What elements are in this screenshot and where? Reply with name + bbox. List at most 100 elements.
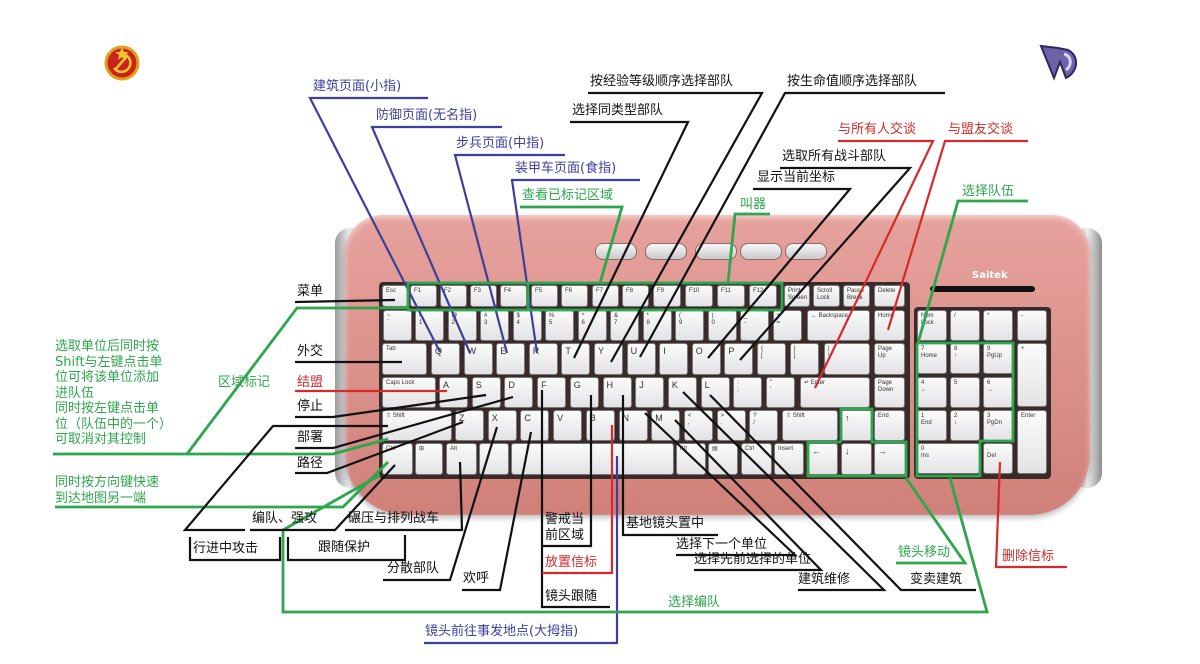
leader-infantry-page [453,153,565,354]
key: 4 ← [917,377,947,408]
soviet-emblem-logo [103,44,141,82]
label-cheer: 欢呼 [463,571,490,586]
key: E [496,343,526,375]
key: 0 Ins [917,443,980,474]
key: J [635,377,665,408]
label-camera-follow: 镜头跟随 [545,589,598,604]
leader-health [639,91,945,358]
key: Enter [1017,410,1047,474]
key: F7 [592,285,619,307]
bracket-attack-move [188,537,282,562]
label-deploy: 部署 [297,430,324,445]
leader-delete-beacon [994,461,1067,569]
leader-formation [250,464,396,532]
leader-place-beacon [542,425,614,575]
leader-deploy [295,395,514,450]
key: Alt [446,443,477,475]
key: { [ [757,343,786,375]
label-infantry-page: 步兵页面(中指) [456,136,545,151]
leader-waypoint [295,420,464,475]
media-button [785,243,827,260]
key: Page Up [874,343,905,375]
label-camera-move: 镜头移动 [898,545,951,560]
leader-chat-allies [886,139,1028,331]
key: : ; [733,377,763,408]
leader-select-same [570,120,690,359]
leader-repair [682,391,887,592]
leader-area-mark [185,306,408,455]
key: % 5 [545,310,574,341]
key: F10 [685,285,713,307]
label-guard-area: 警戒当 前区域 [545,512,585,543]
label-formation: 编队、强攻 [252,511,318,526]
key: L [700,377,730,408]
media-button [740,243,782,260]
key: Insert [774,443,804,475]
key: T [561,343,591,375]
key: - [1017,310,1047,341]
key: * [983,310,1013,341]
key: F11 [717,285,745,307]
key: → [874,443,906,475]
key: ⊞ [415,443,443,475]
label-next-unit: 选择下一个单位 [676,537,768,552]
label-scatter: 分散部队 [387,561,440,576]
key: " ' [766,377,795,408]
leader-defense-page [370,125,502,354]
key: Esc [382,285,408,307]
label-coordinates: 显示当前坐标 [757,170,836,185]
key: End [874,410,905,441]
label-menu: 菜单 [297,284,324,299]
leader-view-marked [520,205,624,284]
key: ⇧ Shift [382,410,452,441]
vp-logo [1038,42,1082,82]
key: H [602,377,632,408]
label-center-base: 基地镜头置中 [626,516,705,531]
label-prev-selected: 选择先前选择的单位 [694,552,812,567]
label-attack-move: 行进中攻击 [193,541,259,556]
key: $ 4 [512,310,542,341]
label-veterancy: 按经验等级顺序选择部队 [590,74,734,89]
leader-select-team [916,199,1028,344]
key: Q [431,343,460,375]
leader-camera-follow [540,390,610,609]
key: 5 [950,377,980,408]
leader-attack-move [182,424,388,532]
key: F4 [500,285,527,307]
label-arrow-jump: 同时按方向键快速 到达地图另一端 [55,475,160,506]
key: 7 Home [917,343,947,374]
label-view-marked: 查看已标记区域 [522,188,614,203]
key: ^ 6 [577,310,607,341]
label-taunt: 叫器 [740,197,767,212]
key [511,443,674,475]
key: Ctrl [382,443,413,475]
key: ← Backspace [807,310,870,341]
leader-chat-all [814,139,935,389]
label-defense-page: 防御页面(无名指) [376,108,478,123]
brand-logo: Saitek [972,270,1008,281]
key: V [553,410,583,441]
label-repair: 建筑维修 [798,572,851,587]
leader-veterancy [588,91,764,363]
key: ~ ` [383,310,412,341]
key: X [487,410,517,441]
leader-camera-event [424,456,619,645]
label-vehicle-page: 装甲车页面(食指) [515,161,617,176]
label-crush: 碾压与排列战车 [348,511,440,526]
key: K [667,377,697,408]
leader-menu [294,298,396,304]
label-select-group: 选择编队 [668,595,721,610]
label-stop: 停止 [297,399,324,414]
leader-camera-move [896,477,968,565]
leader-building-page [308,96,441,353]
label-building-page: 建筑页面(小指) [313,79,402,94]
label-shift-add: 选取单位后同时按 Shift与左键点击单 位可将该单位添加 进队伍 同时按左键点… [55,339,173,447]
key: Z [455,410,484,441]
bracket-guard-follow [286,535,407,562]
key: 8 ↑ [950,343,980,374]
label-delete-beacon: 删除信标 [1002,549,1055,564]
leader-taunt [726,212,770,284]
leader-center-base [621,395,718,537]
key: Page Down [874,377,905,408]
